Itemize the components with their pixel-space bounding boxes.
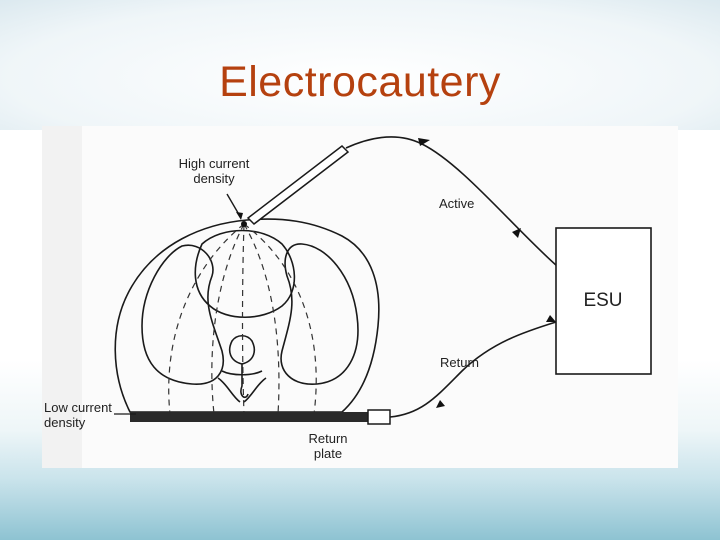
heart (194, 229, 296, 319)
diagram-svg: High current density Active ESU Return L… (42, 126, 652, 468)
current-line-3 (241, 223, 245, 415)
label-esu: ESU (583, 290, 622, 311)
label-high-current-density: density (193, 171, 235, 186)
label-low-current: Low current (44, 400, 112, 415)
right-lung (280, 243, 359, 385)
label-active: Active (439, 196, 474, 211)
active-cable (345, 136, 558, 267)
current-line-4 (243, 223, 280, 415)
vertebra (217, 334, 267, 403)
return-arrow-2 (546, 315, 556, 322)
left-lung (141, 244, 224, 385)
return-plate-connector (367, 409, 391, 425)
label-return: Return (440, 355, 479, 370)
return-cable (389, 321, 557, 418)
scan-margin (42, 126, 82, 468)
current-line-2 (211, 223, 245, 415)
active-electrode (246, 145, 350, 225)
label-high-current: High current (179, 156, 250, 171)
label-return-plate: Return (308, 431, 347, 446)
label-low-current-density: density (44, 415, 86, 430)
current-line-5 (243, 223, 317, 415)
electrocautery-diagram: High current density Active ESU Return L… (42, 126, 678, 468)
slide-title: Electrocautery (219, 58, 501, 106)
active-arrow-2 (512, 228, 521, 238)
current-line-1 (168, 223, 245, 415)
active-arrow-1 (418, 138, 430, 146)
esu-box (555, 227, 652, 375)
active-point (241, 221, 247, 227)
body-outline (114, 218, 380, 413)
label-return-plate-2: plate (314, 446, 342, 461)
return-plate (130, 412, 368, 422)
high-current-arrowhead (236, 212, 243, 220)
return-arrow-1 (436, 400, 445, 408)
